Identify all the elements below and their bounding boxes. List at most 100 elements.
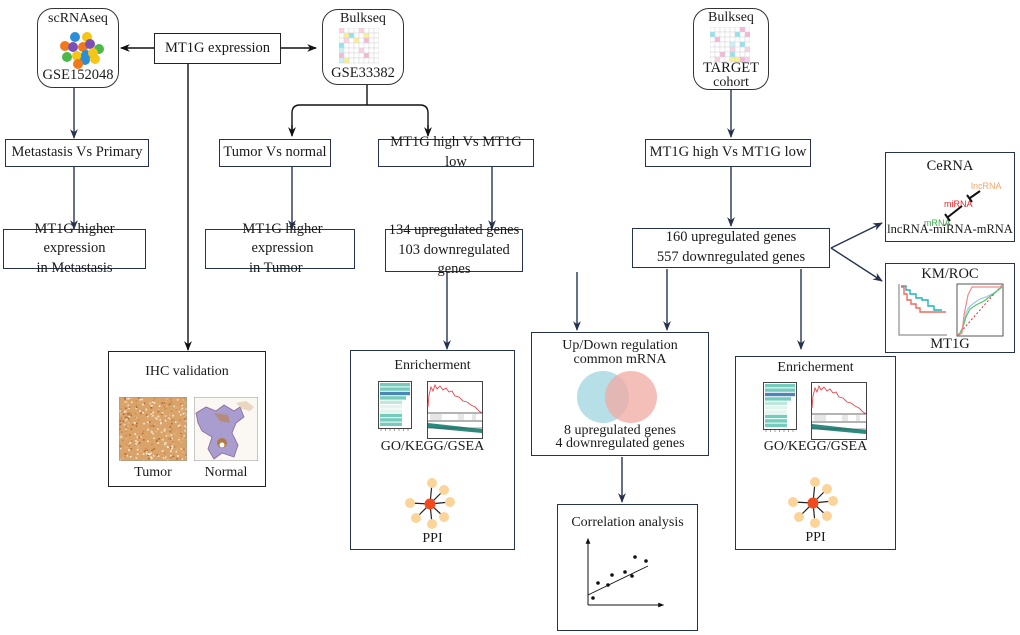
ppi-node [788, 497, 798, 507]
enrichment-bar [765, 414, 787, 419]
enrichment-bar [380, 405, 402, 409]
cerna-title: CeRNA [926, 158, 974, 174]
grid-cell [734, 27, 741, 33]
ppi-node [411, 513, 421, 523]
geo-deg-down: 103 downregulated genes [398, 241, 510, 278]
target-enrichment-panel: Enricherment GO/KEGG/GSEA PPI [735, 356, 896, 550]
grid-cell [729, 36, 736, 43]
grid-cell [339, 32, 345, 39]
grid-cell [363, 28, 370, 34]
scrnaseq-dataset: GSE152048 [42, 67, 114, 83]
grid-cell [348, 57, 355, 64]
scatter-point [610, 573, 614, 577]
enrichment-bar [765, 419, 787, 423]
grid-cell [363, 57, 370, 64]
tumor-result-node: MT1G higher expression in Tumor [205, 221, 355, 276]
cell-dot [60, 41, 70, 51]
grid-cell [724, 27, 731, 33]
enrichment-bar [380, 383, 410, 387]
grid-cell [734, 46, 741, 53]
grid-cell [353, 32, 360, 39]
enrichment-bar [765, 401, 787, 405]
grid-cell [714, 46, 721, 53]
grid-cell [358, 32, 365, 39]
bulk-geo-source-node: Bulkseq GSE33382 [322, 9, 404, 85]
enrichment-bar [380, 418, 402, 422]
metastasis-result-line2: in Metastasis [36, 259, 113, 276]
grid-cell [358, 52, 365, 59]
grid-cell [744, 56, 750, 63]
bulk-target-dataset: TARGET [702, 60, 760, 76]
ppi-node [427, 478, 437, 488]
ihc-tumor-label: Tumor [134, 465, 172, 480]
grid-cell [358, 37, 365, 44]
geo-deg-up: 134 upregulated genes [388, 222, 520, 239]
ppi-node [439, 512, 449, 522]
tumor-vs-normal-node: Tumor Vs normal [219, 139, 331, 167]
grid-cell [368, 42, 375, 49]
geo-high-vs-low-node: MT1G high Vs MT1G low [378, 134, 534, 170]
cell-dot [85, 39, 95, 49]
tumor-vs-normal-label: Tumor Vs normal [223, 144, 327, 161]
grid-cell [368, 52, 375, 59]
grid-cell [744, 36, 750, 43]
enrichment-bar [765, 392, 795, 397]
grid-cell [368, 47, 375, 54]
target-high-vs-low-label: MT1G high Vs MT1G low [649, 144, 807, 161]
grid-cell [719, 27, 726, 33]
ppi-node [822, 484, 832, 494]
bulk-target-label: Bulkseq [708, 10, 754, 25]
ppi-node [427, 519, 437, 529]
heatmap-grid-icon [710, 27, 750, 63]
grid-cell [710, 41, 716, 48]
grid-cell [348, 47, 355, 54]
ppi-hub-node [807, 497, 819, 509]
grid-cell [739, 36, 746, 43]
grid-cell [339, 42, 345, 49]
grid-cell [714, 51, 721, 58]
grid-cell [343, 28, 350, 34]
enrichment-title: Enricherment [777, 360, 854, 375]
enrichment-bar [380, 396, 406, 400]
mt1g-expression-label: MT1G expression [164, 39, 271, 56]
scrnaseq-source-node: scRNAseq GSE152048 [37, 8, 119, 88]
cerna-mirna-label: miRNA [944, 199, 973, 209]
scatter-point [606, 583, 610, 587]
grid-cell [368, 57, 375, 64]
enrichment-bar [765, 397, 791, 401]
grid-cell [358, 42, 365, 49]
grid-cell [734, 36, 741, 43]
geo-deg-node: 134 upregulated genes 103 downregulated … [385, 222, 523, 277]
ppi-node [405, 498, 415, 508]
grid-cell [358, 57, 365, 64]
grid-cell [348, 42, 355, 49]
target-deg-up: 160 upregulated genes [665, 229, 797, 246]
roc-diagonal [957, 284, 1003, 336]
gsea-es-curve [427, 383, 483, 414]
gsea-plot-icon [811, 382, 867, 440]
enrichment-bar [380, 400, 402, 404]
scatter-point [644, 559, 648, 563]
roc-curve-2 [958, 286, 1003, 336]
grid-cell [368, 28, 375, 34]
grid-cell [373, 52, 379, 59]
grid-cell [343, 42, 350, 49]
enrichment-bar [765, 406, 787, 410]
common-result-up: 8 upregulated genes [564, 423, 676, 438]
ppi-node [439, 485, 449, 495]
grid-cell [363, 37, 370, 44]
grid-cell [363, 47, 370, 54]
cerna-caption: lncRNA-miRNA-mRNA [887, 222, 1013, 236]
cell-dot [72, 51, 82, 61]
grid-cell [343, 47, 350, 54]
common-mrna-panel: Up/Down regulation common mRNA 8 upregul… [531, 332, 709, 456]
scatter-point [591, 596, 595, 600]
tumor-result-line1: MT1G higher expression [242, 220, 323, 257]
grid-cell [719, 36, 726, 43]
cell-dot [70, 32, 80, 42]
grid-cell [710, 31, 716, 38]
grid-cell [729, 41, 736, 48]
ppi-node [822, 511, 832, 521]
enrichment-bar [765, 388, 795, 392]
